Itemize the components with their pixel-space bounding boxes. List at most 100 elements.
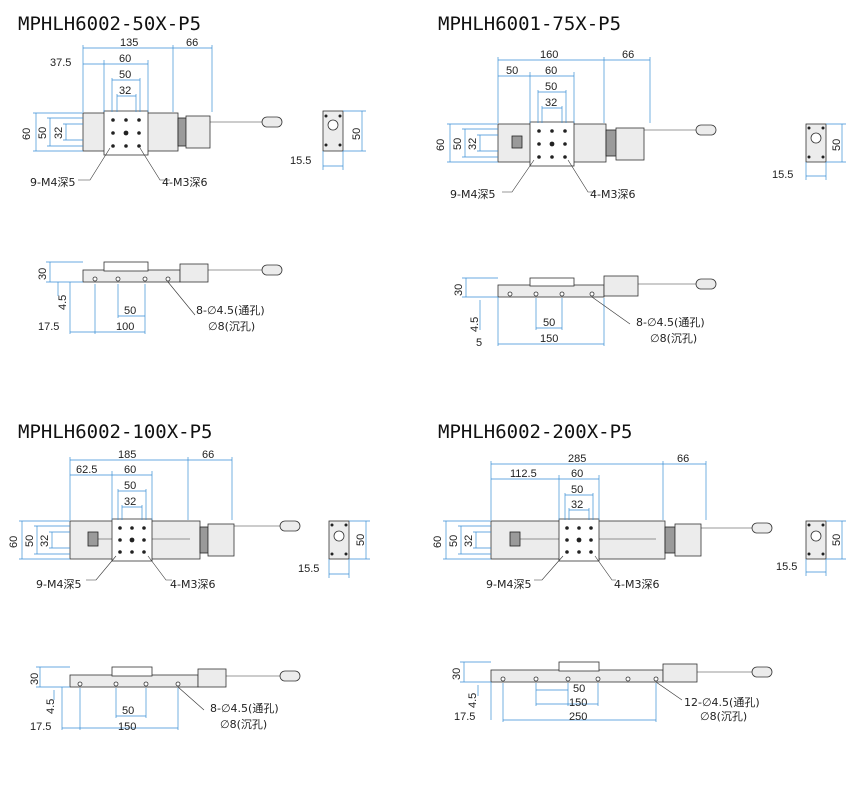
- note-m4: 9-M4深5: [486, 578, 531, 591]
- dimension-label: 5: [476, 337, 482, 349]
- end-body: [322, 110, 344, 152]
- dimension-label: 50: [119, 69, 131, 81]
- dimension-label: 66: [202, 449, 214, 461]
- side-base: [490, 669, 664, 683]
- dimension-label: 250: [569, 711, 587, 723]
- dimension-label: 50: [452, 138, 464, 150]
- note-through-hole: 8-∅4.5(通孔): [636, 316, 705, 329]
- note-m3: 4-M3深6: [614, 578, 659, 591]
- cable-connector: [261, 116, 283, 128]
- side-view: 30 4.5 17.5 50 100 8-∅4.5(通孔) ∅8(沉孔): [37, 261, 283, 334]
- dimension-label: 50: [122, 705, 134, 717]
- dimension-label: 15.5: [298, 563, 319, 575]
- side-base: [82, 269, 181, 283]
- side-motor: [197, 668, 227, 688]
- dimension-label: 66: [186, 37, 198, 49]
- dimension-label: 50: [351, 128, 363, 140]
- dimension-label: 66: [677, 453, 689, 465]
- dimension-label: 150: [118, 721, 136, 733]
- dimension-label: 30: [451, 668, 463, 680]
- dimension-label: 32: [463, 535, 475, 547]
- dimension-label: 66: [622, 49, 634, 61]
- dimension-label: 32: [124, 496, 136, 508]
- dimension-label: 50: [573, 683, 585, 695]
- side-motor: [662, 663, 698, 683]
- dimension-label: 60: [119, 53, 131, 65]
- side-motor: [179, 263, 209, 283]
- model-title: MPHLH6001-75X-P5: [438, 13, 621, 35]
- note-counterbore: ∅8(沉孔): [220, 718, 267, 731]
- note-m4: 9-M4深5: [30, 176, 75, 189]
- note-counterbore: ∅8(沉孔): [208, 320, 255, 333]
- dimension-label: 30: [453, 284, 465, 296]
- dimension-label: 15.5: [776, 561, 797, 573]
- side-carriage: [103, 261, 149, 272]
- dimension-label: 50: [124, 480, 136, 492]
- dimension-label: 4.5: [469, 317, 481, 332]
- coupling: [664, 526, 676, 554]
- dimension-label: 32: [39, 535, 51, 547]
- coupling: [199, 526, 209, 554]
- dimension-label: 30: [29, 673, 41, 685]
- dimension-label: 60: [435, 139, 447, 151]
- dimension-label: 50: [571, 484, 583, 496]
- motor: [185, 115, 211, 149]
- dimension-label: 60: [124, 464, 136, 476]
- note-counterbore: ∅8(沉孔): [700, 710, 747, 723]
- model-title: MPHLH6002-200X-P5: [438, 421, 632, 443]
- note-m3: 4-M3深6: [162, 176, 207, 189]
- dimension-label: 60: [545, 65, 557, 77]
- dimension-label: 50: [543, 317, 555, 329]
- note-m3: 4-M3深6: [170, 578, 215, 591]
- end-view: 50 15.5: [772, 123, 846, 181]
- side-carriage: [529, 277, 575, 287]
- motor: [207, 523, 235, 557]
- side-view: 30 4.5 5 50 150 8-∅4.5(通孔) ∅8(沉孔): [453, 275, 717, 349]
- dimension-label: 15.5: [290, 155, 311, 167]
- coupling: [605, 129, 617, 157]
- model-title: MPHLH6002-100X-P5: [18, 421, 212, 443]
- dimension-label: 50: [831, 139, 843, 151]
- dimension-label: 32: [53, 127, 65, 139]
- dimension-label: 32: [467, 138, 479, 150]
- dimension-label: 32: [571, 499, 583, 511]
- dimension-label: 32: [119, 85, 131, 97]
- motor: [674, 523, 702, 557]
- dimension-label: 4.5: [45, 699, 57, 714]
- note-through-hole: 8-∅4.5(通孔): [196, 304, 265, 317]
- dimension-label: 50: [506, 65, 518, 77]
- side-base: [497, 284, 605, 298]
- coupling: [177, 117, 187, 147]
- end-view: 50 15.5: [776, 520, 846, 576]
- dimension-label: 185: [118, 449, 136, 461]
- dimension-label: 4.5: [57, 295, 69, 310]
- dimension-label: 60: [571, 468, 583, 480]
- note-m3: 4-M3深6: [590, 188, 635, 201]
- note-through-hole: 12-∅4.5(通孔): [684, 696, 760, 709]
- note-counterbore: ∅8(沉孔): [650, 332, 697, 345]
- side-motor: [603, 275, 639, 297]
- dimension-label: 112.5: [510, 468, 537, 480]
- end-view: 50 15.5: [290, 110, 366, 170]
- dimension-label: 50: [545, 81, 557, 93]
- dimension-label: 150: [569, 697, 587, 709]
- dimension-label: 50: [124, 305, 136, 317]
- dimension-label: 4.5: [467, 693, 479, 708]
- dimension-label: 50: [355, 534, 367, 546]
- side-view: 30 4.5 17.5 50 150 8-∅4.5(通孔) ∅8(沉孔): [29, 666, 301, 733]
- end-view: 50 15.5: [298, 520, 370, 578]
- dimension-label: 15.5: [772, 169, 793, 181]
- dimension-label: 50: [37, 127, 49, 139]
- dimension-label: 285: [568, 453, 586, 465]
- dimension-label: 100: [116, 321, 134, 333]
- dimension-label: 50: [448, 535, 460, 547]
- dimension-label: 50: [831, 534, 843, 546]
- dimension-label: 30: [37, 268, 49, 280]
- motor: [615, 127, 645, 161]
- dimension-label: 150: [540, 333, 558, 345]
- top-view: 185 66 62.5 60 50 32 60 50 32 9-M4深5 4-M…: [8, 449, 301, 591]
- dimension-label: 50: [24, 535, 36, 547]
- model-title: MPHLH6002-50X-P5: [18, 13, 201, 35]
- panel-mphlh6002-100x-p5: MPHLH6002-100X-P5 185 66 62.5 60 50 32 6…: [8, 421, 370, 733]
